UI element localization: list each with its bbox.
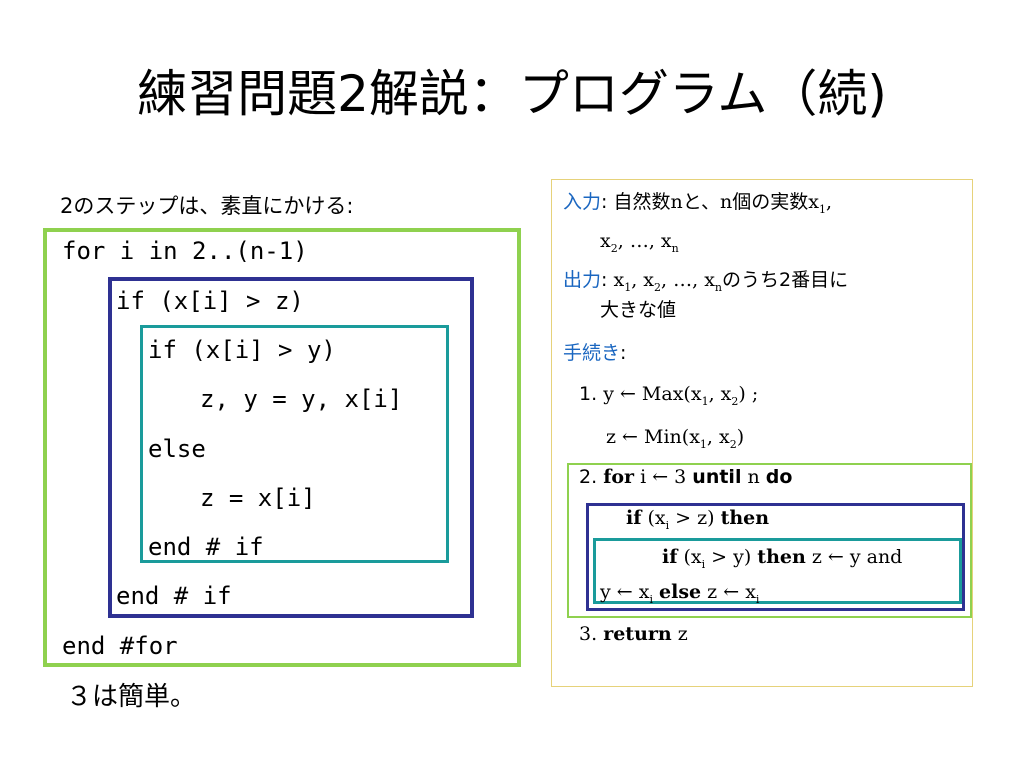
input-label: 入力: [563, 191, 602, 213]
code-line-assign-z: z = x[i]: [200, 484, 316, 512]
step-2-for-box: [567, 463, 972, 618]
output-line-1: 出力: x1, x2, …, xnのうち2番目に: [563, 269, 849, 294]
for-loop-box: [43, 228, 521, 667]
step-1-line-2: z ← Min(x1, x2): [606, 426, 745, 451]
input-line-2: x2, …, xn: [600, 230, 679, 255]
code-line-end-inner-if: end # if: [148, 533, 264, 561]
algorithm-panel: [551, 179, 973, 687]
step-2-inner-if-line-2: y ← xi else z ← xi: [600, 581, 760, 606]
code-line-else: else: [148, 435, 206, 463]
code-line-end-for: end #for: [62, 632, 178, 660]
step-1-line-1: 1. y ← Max(x1, x2) ;: [579, 383, 759, 408]
step-2-inner-if-line-1: if (xi > y) then z ← y and: [662, 546, 903, 571]
outer-if-box: [108, 277, 474, 618]
procedure-heading: 手続き:: [563, 342, 627, 364]
code-line-for: for i in 2..(n-1): [62, 237, 308, 265]
output-label: 出力: [563, 269, 602, 291]
code-line-inner-if: if (x[i] > y): [148, 336, 336, 364]
code-line-outer-if: if (x[i] > z): [116, 287, 304, 315]
code-line-end-outer-if: end # if: [116, 582, 232, 610]
step-3-line: 3. return z: [579, 623, 688, 645]
code-line-swap: z, y = y, x[i]: [200, 385, 403, 413]
input-line-1: 入力: 自然数nと、n個の実数x1,: [563, 191, 832, 216]
procedure-label: 手続き: [563, 342, 621, 364]
step-2-for-line: 2. for i ← 3 until n do: [579, 466, 793, 488]
footer-note: ３は簡単。: [66, 682, 197, 712]
step-2-if-line: if (xi > z) then: [626, 507, 770, 532]
output-line-2: 大きな値: [600, 299, 677, 321]
page-title: 練習問題2解説：プログラム（続): [137, 65, 887, 123]
step-2-inner-if-box: [593, 538, 962, 604]
code-caption: 2のステップは、素直にかける:: [60, 194, 354, 218]
step-2-if-box: [586, 503, 965, 611]
inner-if-box: [140, 325, 449, 563]
